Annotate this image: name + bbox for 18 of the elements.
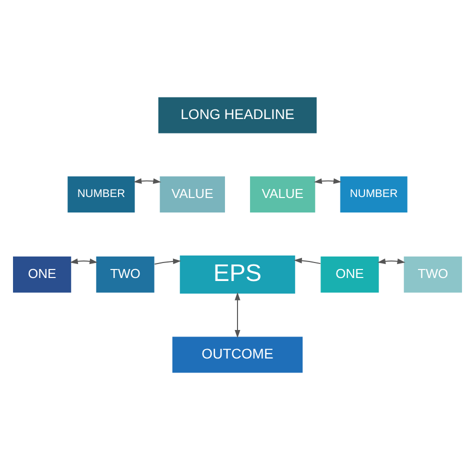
node-box: TWO [403, 256, 462, 293]
node-box: ONE [320, 256, 378, 293]
node-box: LONG HEADLINE [158, 97, 316, 134]
arrow [293, 258, 320, 264]
arrow [234, 292, 240, 338]
arrow [377, 258, 405, 264]
arrow [154, 258, 181, 265]
arrow [133, 178, 161, 184]
node-box: ONE [12, 256, 71, 293]
node-box: OUTCOME [172, 336, 302, 373]
node-box: NUMBER [340, 176, 407, 212]
node-box: VALUE [250, 176, 315, 212]
node-box: VALUE [159, 176, 224, 212]
node-box: NUMBER [67, 176, 134, 212]
arrow [69, 258, 98, 264]
arrow [313, 178, 342, 184]
node-box: EPS [179, 256, 295, 294]
node-box: TWO [96, 256, 154, 293]
